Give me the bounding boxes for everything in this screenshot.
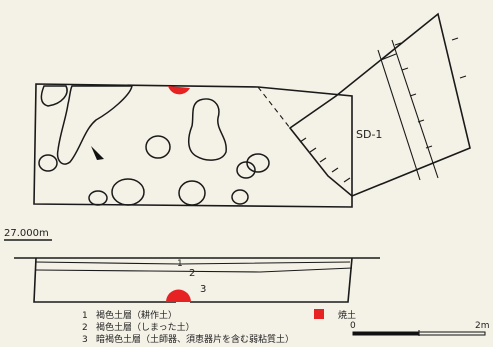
- sd1-inner-edge-2: [391, 39, 439, 179]
- pit-small-left: [38, 154, 58, 172]
- pit-kidney: [188, 98, 227, 161]
- layer-boundary-1: [35, 261, 351, 265]
- burned-soil-plan: [168, 86, 190, 95]
- pit-bottom-b: [178, 180, 206, 206]
- burned-soil-label: 焼土: [338, 309, 356, 321]
- pit-curved-left: [40, 85, 68, 107]
- scale-bar: 0 2m: [350, 321, 490, 336]
- legend-num-1: 1: [82, 311, 88, 321]
- sd1-outline: [288, 12, 471, 197]
- scale-bar-filled: [353, 332, 419, 335]
- legend-text-1: 褐色土層（耕作土）: [96, 309, 177, 321]
- pit-pair-a: [236, 161, 256, 179]
- plan-view: SD-1: [33, 12, 471, 208]
- section-view: 27.000m 1 2 3: [4, 228, 380, 303]
- burned-soil-section: [166, 289, 191, 302]
- legend-num-3: 3: [82, 335, 88, 345]
- legend: 1 褐色土層（耕作土） 2 褐色土層（しまった土） 3 暗褐色土層（土師器、須恵…: [82, 309, 356, 345]
- trench-outline: [33, 83, 353, 208]
- section-pit-outline: [33, 257, 353, 303]
- scale-end-label: 2m: [475, 321, 490, 331]
- sd1-ticks: [299, 37, 467, 183]
- pit-bottom-c: [88, 190, 108, 206]
- burned-soil-swatch: [314, 309, 324, 319]
- layer-num-2: 2: [189, 268, 195, 279]
- layer-num-1: 1: [177, 259, 183, 269]
- sd1-inner-edge: [377, 49, 421, 181]
- north-arrow-icon: [91, 146, 104, 160]
- pit-pair-b: [246, 153, 270, 173]
- layer-boundary-2: [35, 267, 353, 273]
- pit-center: [145, 135, 171, 159]
- pit-bottom-a: [111, 178, 145, 206]
- legend-text-3: 暗褐色土層（土師器、須恵器片を含む弱粘質土）: [96, 333, 294, 345]
- legend-num-2: 2: [82, 323, 88, 333]
- pit-long-diagonal: [56, 85, 133, 165]
- sd1-label: SD-1: [356, 128, 382, 141]
- legend-text-2: 褐色土層（しまった土）: [96, 321, 195, 333]
- layer-num-3: 3: [200, 284, 206, 295]
- pit-bottom-right: [231, 189, 249, 205]
- dashed-boundary: [257, 86, 291, 129]
- elevation-label: 27.000m: [4, 228, 49, 239]
- sd1-cross-line: [380, 53, 397, 61]
- scale-start-label: 0: [350, 321, 356, 331]
